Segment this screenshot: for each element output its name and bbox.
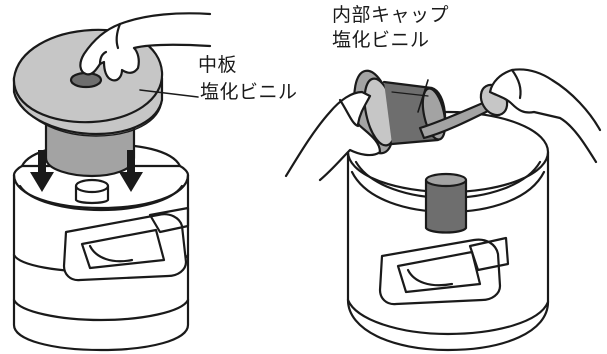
down-arrow-icon [30,150,54,192]
inner-cap-material-label: 塩化ビニル [332,29,430,51]
leader-line [139,89,199,98]
down-arrow-icon [119,150,143,192]
left-hand-icon [284,90,382,182]
right-container [346,110,550,352]
middle-plate-label: 中板 [198,54,238,76]
leader-line [417,79,429,113]
inner-cap-label: 内部キャップ [332,4,450,26]
middle-plate-material-label: 塩化ビニル [200,81,298,103]
right-hand-with-tool-icon [418,68,602,164]
hand-icon [79,12,212,82]
